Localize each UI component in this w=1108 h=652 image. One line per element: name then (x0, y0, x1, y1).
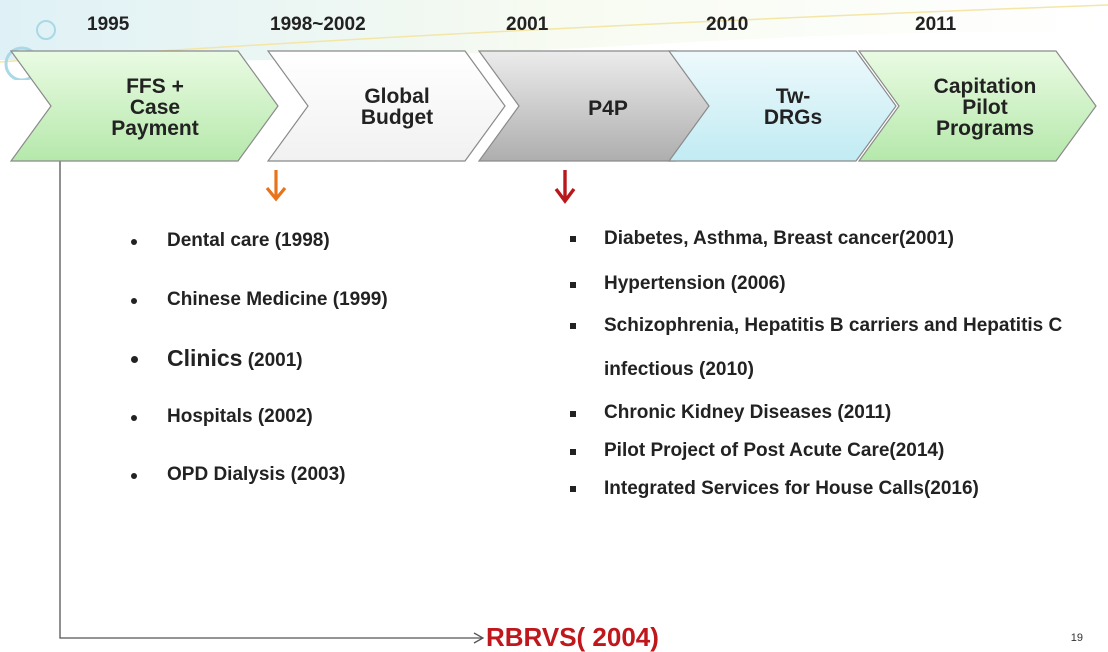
list-item: Hospitals (2002) (131, 404, 531, 463)
list-item: Chinese Medicine (1999) (131, 287, 531, 346)
arrow-down-icon (265, 170, 287, 202)
bullet-icon (131, 414, 137, 421)
chevron-label: Tw- DRGs (763, 85, 823, 129)
timeline-year-2011: 2011 (915, 14, 957, 35)
list-item: Dental care (1998) (131, 228, 531, 287)
bullet-icon (570, 449, 576, 455)
arrow-down-icon (554, 170, 576, 204)
chevron-label: P4P (588, 96, 628, 120)
bullet-icon (570, 486, 576, 492)
chevron-global-budget: Global Budget (267, 50, 507, 162)
bullet-icon (131, 297, 137, 304)
bullet-icon (570, 236, 576, 242)
bullet-icon (131, 239, 137, 245)
chevron-label: Capitation Pilot Programs (933, 74, 1037, 140)
timeline-year-2010: 2010 (706, 14, 749, 35)
chevron-p4p: P4P (478, 50, 718, 162)
bullet-icon (570, 323, 576, 329)
chevron-capitation-pilot-programs: Capitation Pilot Programs (858, 50, 1098, 162)
chevron-label: Global Budget (360, 85, 434, 129)
list-item: Clinics (2001) (131, 345, 531, 404)
timeline-year-1998-2002: 1998~2002 (270, 14, 366, 35)
rbrvs-label: RBRVS( 2004) (486, 622, 659, 652)
list-item: OPD Dialysis (2003) (131, 462, 531, 521)
list-item: Diabetes, Asthma, Breast cancer(2001) (568, 217, 954, 261)
list-item: Chronic Kidney Diseases (2011) (568, 402, 1083, 424)
list-item: Hypertension (2006) (568, 273, 1083, 295)
bullet-icon (570, 282, 576, 288)
bullet-icon (570, 411, 576, 417)
chevron-label: FFS + Case Payment (111, 74, 199, 140)
list-item: Pilot Project of Post Acute Care(2014) (568, 440, 1083, 462)
list-item: Integrated Services for House Calls(2016… (568, 467, 1004, 511)
bullet-icon (131, 356, 138, 363)
page-number: 19 (1070, 632, 1083, 644)
chevron-ffs-case-payment: FFS + Case Payment (10, 50, 280, 162)
p4p-list: Diabetes, Asthma, Breast cancer(2001) Hy… (568, 224, 1083, 530)
bullet-icon (131, 473, 137, 479)
global-budget-list: Dental care (1998) Chinese Medicine (199… (131, 228, 531, 521)
timeline-year-1995: 1995 (87, 14, 130, 35)
chevron-tw-drgs: Tw- DRGs (668, 50, 898, 162)
list-item: Schizophrenia, Hepatitis B carriers and … (568, 304, 1083, 392)
timeline-year-2001: 2001 (506, 14, 549, 35)
